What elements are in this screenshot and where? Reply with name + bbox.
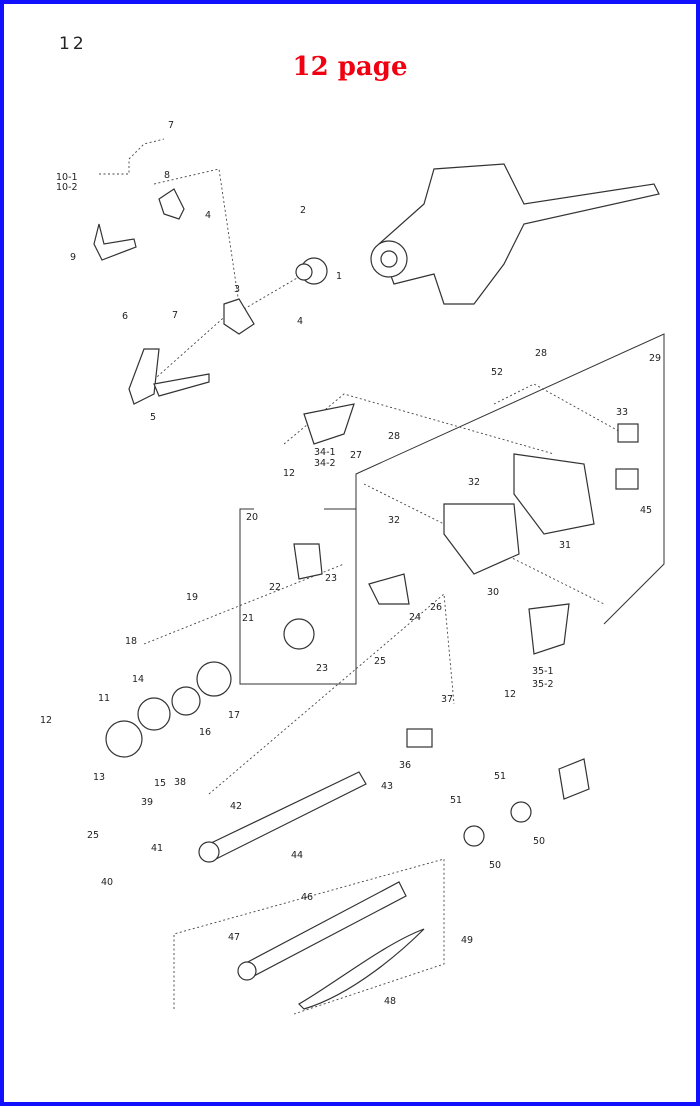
callout-15: 15 — [154, 778, 166, 789]
callout-20: 20 — [246, 512, 258, 523]
callout-52: 52 — [491, 367, 503, 378]
callout-47: 47 — [228, 932, 240, 943]
callout-50: 50 — [533, 836, 545, 847]
callout-7: 7 — [168, 120, 174, 131]
callout-21: 21 — [242, 613, 254, 624]
callout-31: 31 — [559, 540, 571, 551]
callout-12: 12 — [504, 689, 516, 700]
callout-16: 16 — [199, 727, 211, 738]
callout-26: 26 — [430, 602, 442, 613]
callout-25: 25 — [374, 656, 386, 667]
callout-24: 24 — [409, 612, 421, 623]
page-number: 12 — [59, 34, 87, 54]
callout-17: 17 — [228, 710, 240, 721]
callout-25: 25 — [87, 830, 99, 841]
callout-1: 1 — [336, 271, 342, 282]
callout-10-1: 10-1 — [56, 172, 78, 183]
callout-5: 5 — [150, 412, 156, 423]
callout-39: 39 — [141, 797, 153, 808]
callout-8: 8 — [164, 170, 170, 181]
callout-51: 51 — [450, 795, 462, 806]
callout-36: 36 — [399, 760, 411, 771]
callout-3: 3 — [234, 284, 240, 295]
page-title: 12 page — [292, 52, 408, 82]
callout-22: 22 — [269, 582, 281, 593]
callout-41: 41 — [151, 843, 163, 854]
callout-6: 6 — [122, 311, 128, 322]
callout-43: 43 — [381, 781, 393, 792]
callout-35-2: 35-2 — [532, 679, 554, 690]
callout-35-1: 35-1 — [532, 666, 554, 677]
callout-30: 30 — [487, 587, 499, 598]
callout-28: 28 — [535, 348, 547, 359]
callout-2: 2 — [300, 205, 306, 216]
callout-12: 12 — [40, 715, 52, 726]
callout-4: 4 — [297, 316, 303, 327]
group-parts — [93, 163, 660, 1010]
callout-23: 23 — [325, 573, 337, 584]
callout-38: 38 — [174, 777, 186, 788]
callout-29: 29 — [649, 353, 661, 364]
callout-45: 45 — [640, 505, 652, 516]
callout-10-2: 10-2 — [56, 182, 78, 193]
group-frames — [99, 138, 665, 1015]
callout-19: 19 — [186, 592, 198, 603]
callout-50: 50 — [489, 860, 501, 871]
callout-34-1: 34-1 — [314, 447, 336, 458]
callout-14: 14 — [132, 674, 144, 685]
callout-4: 4 — [205, 210, 211, 221]
callout-9: 9 — [70, 252, 76, 263]
callout-11: 11 — [98, 693, 110, 704]
callout-12: 12 — [283, 468, 295, 479]
callout-40: 40 — [101, 877, 113, 888]
callout-23: 23 — [316, 663, 328, 674]
callout-18: 18 — [125, 636, 137, 647]
callout-32: 32 — [388, 515, 400, 526]
callout-37: 37 — [441, 694, 453, 705]
callout-51: 51 — [494, 771, 506, 782]
callout-49: 49 — [461, 935, 473, 946]
callout-42: 42 — [230, 801, 242, 812]
callout-46: 46 — [301, 892, 313, 903]
callout-32: 32 — [468, 477, 480, 488]
callout-27: 27 — [350, 450, 362, 461]
callout-28: 28 — [388, 431, 400, 442]
callout-48: 48 — [384, 996, 396, 1007]
callout-7: 7 — [172, 310, 178, 321]
callout-13: 13 — [93, 772, 105, 783]
callout-33: 33 — [616, 407, 628, 418]
callout-44: 44 — [291, 850, 303, 861]
callout-34-2: 34-2 — [314, 458, 336, 469]
